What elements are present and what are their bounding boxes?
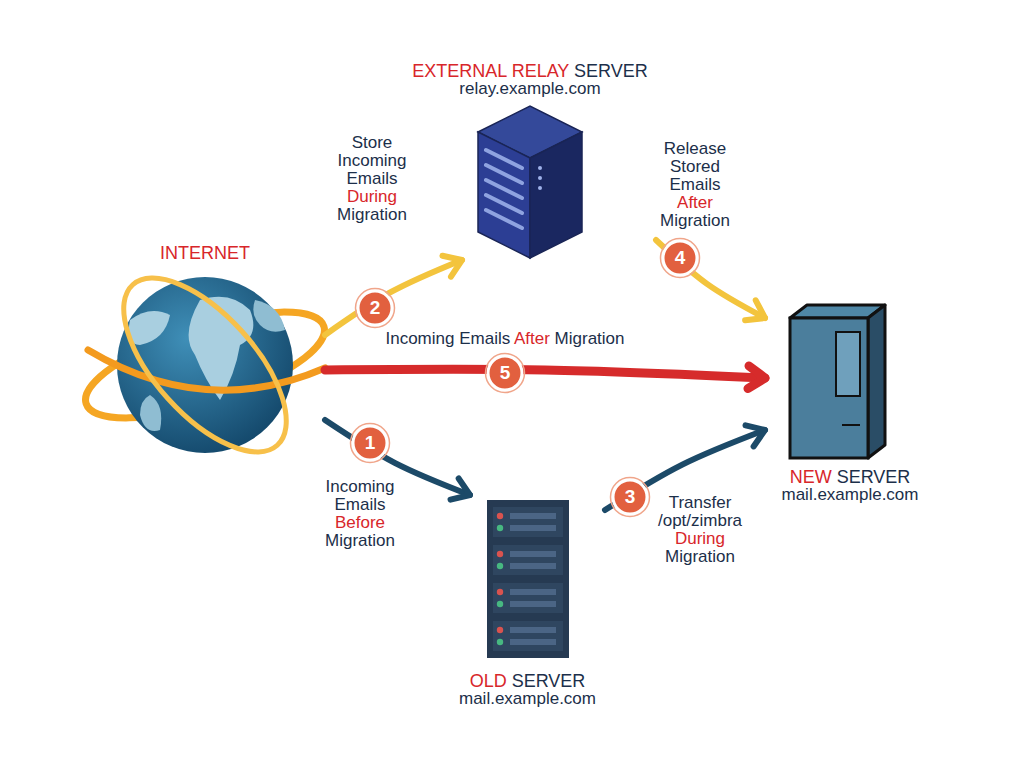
callout-number: 2 xyxy=(370,298,381,318)
callout-circle xyxy=(488,356,522,390)
arrow-head xyxy=(748,366,765,389)
server-body xyxy=(487,500,569,658)
server-side xyxy=(868,305,885,458)
node-title: EXTERNAL RELAY SERVER xyxy=(412,62,647,80)
flow-arrow xyxy=(325,256,462,335)
internet-globe: INTERNET xyxy=(85,240,325,465)
node-hostname: mail.example.com xyxy=(782,486,919,504)
land xyxy=(129,311,170,345)
callout-number: 1 xyxy=(365,433,376,453)
arrow-head xyxy=(746,425,765,446)
arrow-shaft xyxy=(656,240,765,318)
arrow-head xyxy=(745,300,765,320)
flow-arrow xyxy=(325,420,470,500)
orbit-ring xyxy=(96,251,315,478)
arrow-shaft xyxy=(325,420,470,495)
flow-arrow xyxy=(325,366,765,389)
land xyxy=(253,300,285,332)
callout-rings xyxy=(351,239,700,517)
arrow-shaft xyxy=(325,369,765,378)
callout-number: 3 xyxy=(625,487,636,507)
edge-label: Incoming Emails After Migration xyxy=(385,330,624,348)
server-body xyxy=(790,318,868,458)
flow-arrow xyxy=(656,240,765,320)
orbit-ring xyxy=(88,350,325,390)
edge-label: Transfer /opt/zimbra During Migration xyxy=(658,494,742,566)
callout-number: 4 xyxy=(675,248,686,268)
arrow-head xyxy=(442,256,462,277)
edge-label: Release Stored Emails After Migration xyxy=(660,140,730,230)
server-slot xyxy=(842,424,860,426)
callout-circle xyxy=(663,241,697,275)
server-slots xyxy=(486,150,522,228)
node-hostname: relay.example.com xyxy=(459,80,600,98)
callout-circle xyxy=(353,426,387,460)
land xyxy=(140,395,161,431)
server-panel xyxy=(836,332,860,396)
server-bays xyxy=(493,507,563,651)
callout-circle xyxy=(358,291,392,325)
server-side xyxy=(530,132,582,258)
relay-server: EXTERNAL RELAY SERVERrelay.example.com xyxy=(404,58,656,260)
node-title: INTERNET xyxy=(160,244,250,262)
node-title: NEW SERVER xyxy=(790,468,911,486)
node-hostname: mail.example.com xyxy=(459,690,596,708)
new-server: NEW SERVERmail.example.com xyxy=(765,298,935,508)
node-title: OLD SERVER xyxy=(470,672,586,690)
callout-number: 5 xyxy=(500,363,511,383)
arrow-shaft xyxy=(325,260,462,335)
server-leds xyxy=(538,166,542,190)
callout-circles xyxy=(353,241,697,514)
arrow-head xyxy=(451,479,470,500)
server-face xyxy=(478,132,530,258)
old-server: OLD SERVERmail.example.com xyxy=(450,495,605,712)
callout-circle xyxy=(613,480,647,514)
edge-label: Store Incoming Emails During Migration xyxy=(337,134,407,224)
edge-label: Incoming Emails Before Migration xyxy=(325,478,395,550)
